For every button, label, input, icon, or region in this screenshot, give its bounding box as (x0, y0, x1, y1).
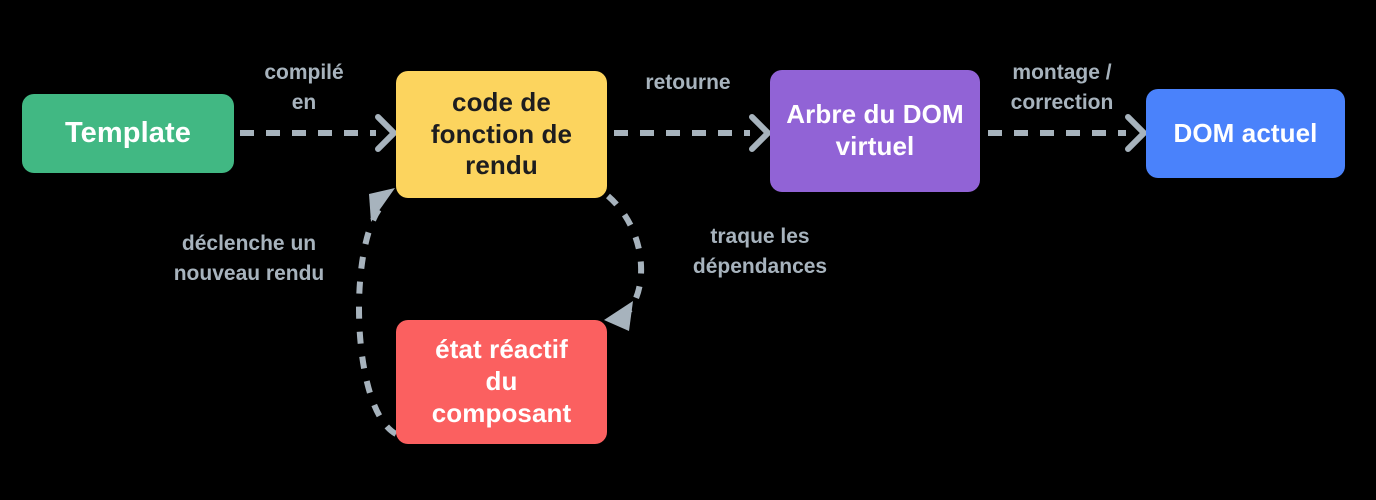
node-virtual-dom[interactable]: Arbre du DOM virtuel (770, 70, 980, 192)
edge-label-patch: montage / correction (1010, 61, 1114, 114)
node-reactive-state-label: état réactif du composant (431, 334, 572, 428)
edge-label-returns: retourne (645, 71, 731, 94)
node-template[interactable]: Template (22, 94, 234, 173)
node-template-label: Template (65, 116, 191, 149)
edge-returns (614, 114, 771, 152)
node-actual-dom-label: DOM actuel (1173, 117, 1318, 148)
edge-patch (988, 114, 1147, 152)
node-virtual-dom-label: Arbre du DOM virtuel (786, 99, 964, 161)
edge-retrigger (356, 188, 398, 437)
edge-label-retrigger: déclenche un nouveau rendu (173, 232, 325, 285)
edge-label-compile: compilé en (264, 61, 344, 114)
edge-compile (240, 114, 397, 152)
node-render-function-label: code de fonction de rendu (430, 86, 573, 181)
edge-label-track: traque les dépendances (692, 225, 828, 278)
node-render-function[interactable]: code de fonction de rendu (396, 71, 607, 198)
node-actual-dom[interactable]: DOM actuel (1146, 89, 1345, 178)
edge-track (604, 193, 645, 331)
node-reactive-state[interactable]: état réactif du composant (396, 320, 607, 444)
